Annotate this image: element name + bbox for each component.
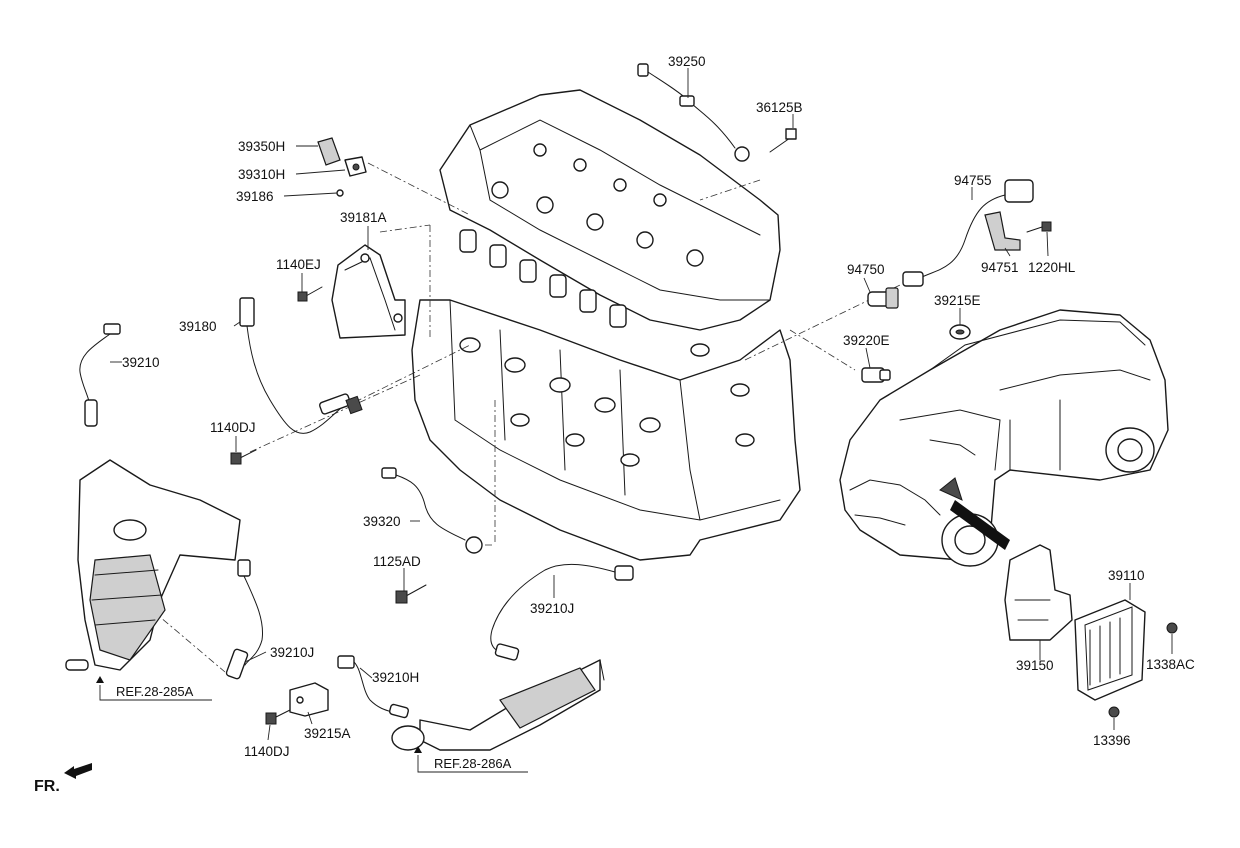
engine-assembly: [411, 89, 801, 561]
label-13396: 13396: [1093, 733, 1131, 748]
label-39150: 39150: [1016, 658, 1054, 673]
label-1338AC: 1338AC: [1146, 657, 1195, 672]
front-arrow-icon: [64, 763, 92, 779]
label-39210: 39210: [122, 355, 160, 370]
label-39210J-left: 39210J: [270, 645, 314, 660]
label-39210H: 39210H: [372, 670, 419, 685]
label-39180: 39180: [179, 319, 217, 334]
label-39215A: 39215A: [304, 726, 351, 741]
part-39220E-sensor: [861, 367, 891, 383]
front-direction-indicator: FR.: [34, 763, 92, 795]
label-36125B: 36125B: [756, 100, 803, 115]
label-39310H: 39310H: [238, 167, 285, 182]
part-39150-bracket: [1004, 544, 1073, 641]
part-36125B-bolt: [769, 128, 797, 153]
label-94755: 94755: [954, 173, 992, 188]
exhaust-manifold-catalyst: [65, 459, 241, 671]
part-39186-oring: [336, 189, 344, 197]
part-39110-ecu: [1074, 599, 1146, 701]
label-39215E: 39215E: [934, 293, 981, 308]
label-94750: 94750: [847, 262, 885, 277]
part-94755-harness: [902, 179, 1034, 287]
label-39181A: 39181A: [340, 210, 387, 225]
label-1220HL: 1220HL: [1028, 260, 1076, 275]
ref-28-286A: REF.28-286A: [434, 756, 512, 771]
part-labels: 39250 36125B 39350H 39310H 39186 39181A …: [116, 54, 1195, 771]
part-1140DJ-top-bolt: [230, 449, 257, 465]
part-13396-nut: [1108, 706, 1120, 718]
part-1338AC-nut: [1166, 622, 1178, 634]
label-1140DJ-bottom: 1140DJ: [244, 744, 290, 759]
part-39181A-shield: [331, 244, 406, 339]
vehicle-suv-outline: [839, 309, 1169, 567]
camshaft-caps: [491, 143, 704, 267]
part-39215E-grommet: [949, 324, 971, 340]
label-39350H: 39350H: [238, 139, 285, 154]
label-39210J-center: 39210J: [530, 601, 574, 616]
part-39210J-left-o2: [225, 559, 264, 680]
part-39210J-center-o2: [490, 563, 634, 661]
label-39250: 39250: [668, 54, 706, 69]
label-39220E: 39220E: [843, 333, 890, 348]
part-1125AD-bolt: [395, 584, 427, 604]
part-39320-knock-sensor: [381, 467, 483, 554]
ref-28-285A: REF.28-285A: [116, 684, 194, 699]
label-39186: 39186: [236, 189, 274, 204]
part-39210H-o2: [337, 655, 410, 719]
leader-lines: [96, 68, 1173, 773]
label-39110: 39110: [1108, 568, 1145, 583]
part-1140EJ-bolt: [297, 286, 323, 302]
part-39180-sensor: [239, 297, 363, 434]
part-94750-sensor: [867, 287, 899, 309]
part-39210-o2-sensor: [79, 323, 121, 427]
part-39215A-bracket: [289, 682, 329, 717]
label-1140DJ-top: 1140DJ: [210, 420, 256, 435]
center-catalytic-converter: [391, 659, 605, 751]
part-1140DJ-bottom-bolt: [265, 709, 291, 725]
label-39320: 39320: [363, 514, 401, 529]
part-39310H-sensor: [344, 156, 367, 177]
intake-ports: [459, 229, 627, 328]
label-1125AD: 1125AD: [373, 554, 421, 569]
front-label: FR.: [34, 778, 60, 795]
label-94751: 94751: [981, 260, 1019, 275]
part-94751-bracket: [984, 211, 1021, 251]
part-39250-sensor: [637, 63, 750, 162]
part-39350H-bracket: [317, 137, 341, 166]
block-bosses: [459, 337, 755, 467]
part-1220HL-bolt: [1026, 221, 1052, 233]
label-1140EJ: 1140EJ: [276, 257, 321, 272]
